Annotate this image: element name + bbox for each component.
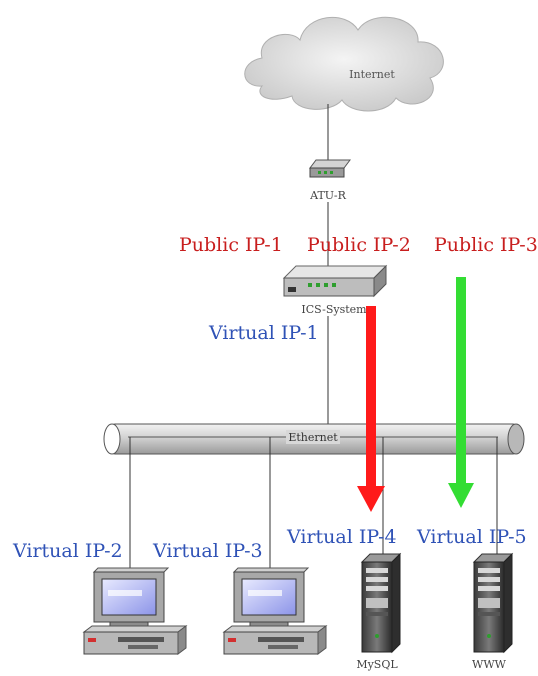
virtual-ip-4-label: Virtual IP-4 (286, 526, 397, 548)
ethernet-label: Ethernet (288, 431, 338, 444)
router-icon (282, 264, 388, 298)
virtual-ip-3-label: Virtual IP-3 (152, 540, 263, 562)
ethernet-label-bg (286, 430, 340, 444)
modem-label: ATU-R (309, 189, 346, 202)
virtual-ip-1-label: Virtual IP-1 (208, 322, 319, 344)
www-server-icon (472, 552, 514, 654)
virtual-ip-5-label: Virtual IP-5 (416, 526, 527, 548)
desktop-pc-2-icon (222, 567, 328, 655)
green-forward-arrow (448, 277, 474, 508)
public-ip-3-label: Public IP-3 (434, 234, 538, 256)
internet-cloud-icon: Internet (244, 16, 444, 112)
red-forward-arrow (357, 306, 385, 512)
desktop-pc-1-icon (82, 567, 188, 655)
internet-label: Internet (349, 68, 395, 81)
mysql-label: MySQL (356, 658, 398, 671)
modem-icon (309, 159, 351, 178)
www-label: WWW (472, 658, 507, 671)
public-ip-1-label: Public IP-1 (179, 234, 283, 256)
router-label: ICS-System (301, 303, 367, 316)
virtual-ip-2-label: Virtual IP-2 (12, 540, 123, 562)
public-ip-2-label: Public IP-2 (307, 234, 411, 256)
mysql-server-icon (360, 552, 402, 654)
